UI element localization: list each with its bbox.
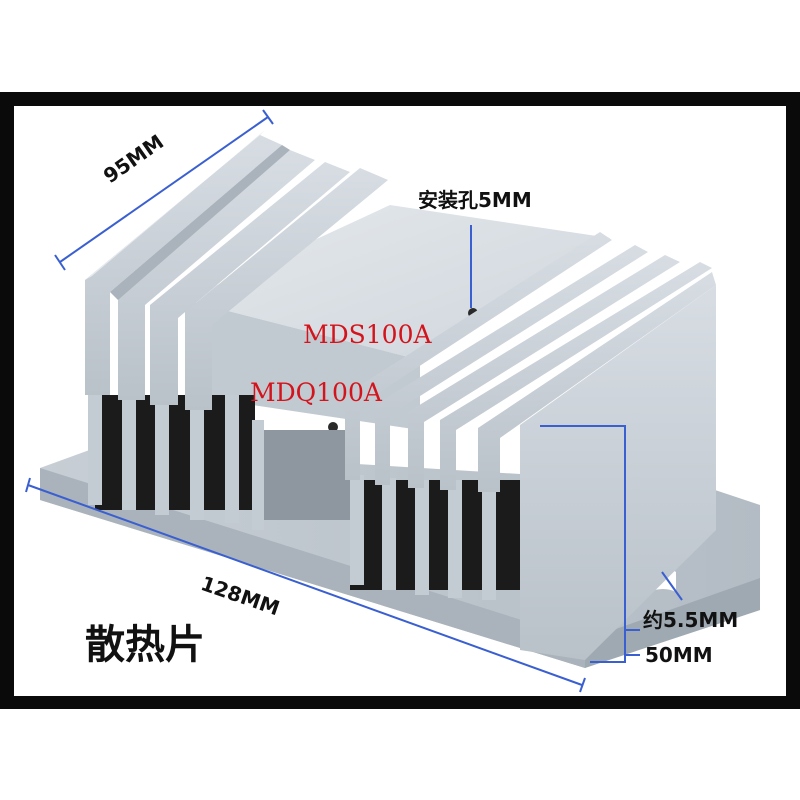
- model-label-mds: MDS100A: [303, 320, 432, 349]
- mount-hole-label: 安装孔5MM: [418, 188, 532, 212]
- tall-fins-left: [85, 130, 388, 410]
- product-title: 散热片: [85, 622, 205, 668]
- height-dimension-label: 50MM: [645, 643, 713, 667]
- slot-width-label: 约5.5MM: [643, 608, 739, 632]
- lower-fins-left: [88, 395, 264, 530]
- tall-fins-right: [345, 232, 716, 660]
- lower-fins-right: [350, 475, 496, 600]
- dimension-lines: [25, 109, 683, 693]
- model-label-mdq: MDQ100A: [250, 378, 382, 407]
